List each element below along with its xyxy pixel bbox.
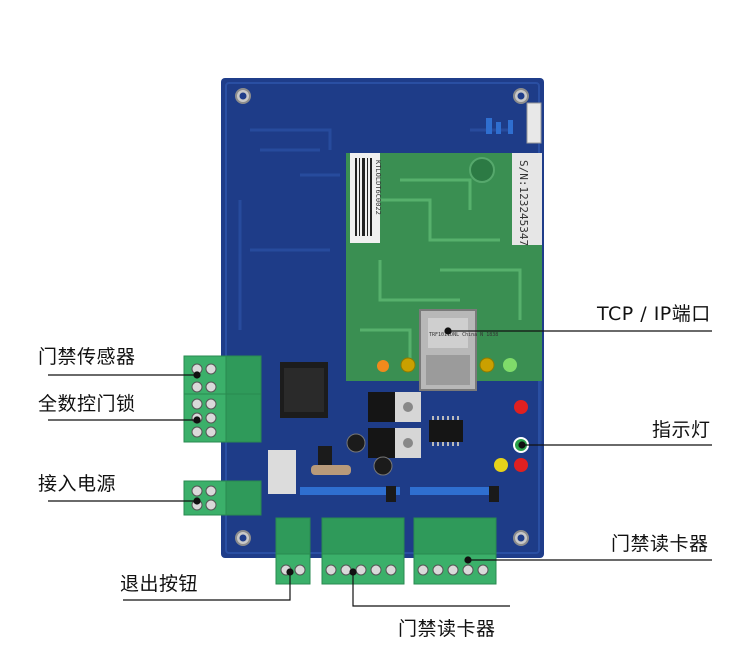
header-connector <box>526 102 542 144</box>
serial-sticker <box>512 153 542 245</box>
callout-tcp-ip-port: TCP / IP端口 <box>597 303 711 325</box>
callout-lines <box>48 327 712 607</box>
callout-door-sensor: 门禁传感器 <box>38 346 136 368</box>
board-sticker-text: KTLOLDT6C0022 <box>374 160 382 215</box>
ic-chip <box>429 420 463 442</box>
callout-power-input: 接入电源 <box>38 473 117 495</box>
callout-card-reader-right: 门禁读卡器 <box>611 533 709 555</box>
left-terminal-blocks <box>183 355 262 516</box>
voltage-regulators <box>368 392 421 458</box>
callout-card-reader-bottom: 门禁读卡器 <box>398 618 496 640</box>
ethernet-jack-label: TRF1011DNL China N 1838 <box>429 332 498 338</box>
callout-indicator-light: 指示灯 <box>652 419 711 441</box>
bottom-terminal-blocks <box>275 517 497 585</box>
callout-door-lock: 全数控门锁 <box>38 393 136 415</box>
serial-number: S/N:123245347 <box>517 160 530 246</box>
callout-exit-button: 退出按钮 <box>120 573 199 595</box>
